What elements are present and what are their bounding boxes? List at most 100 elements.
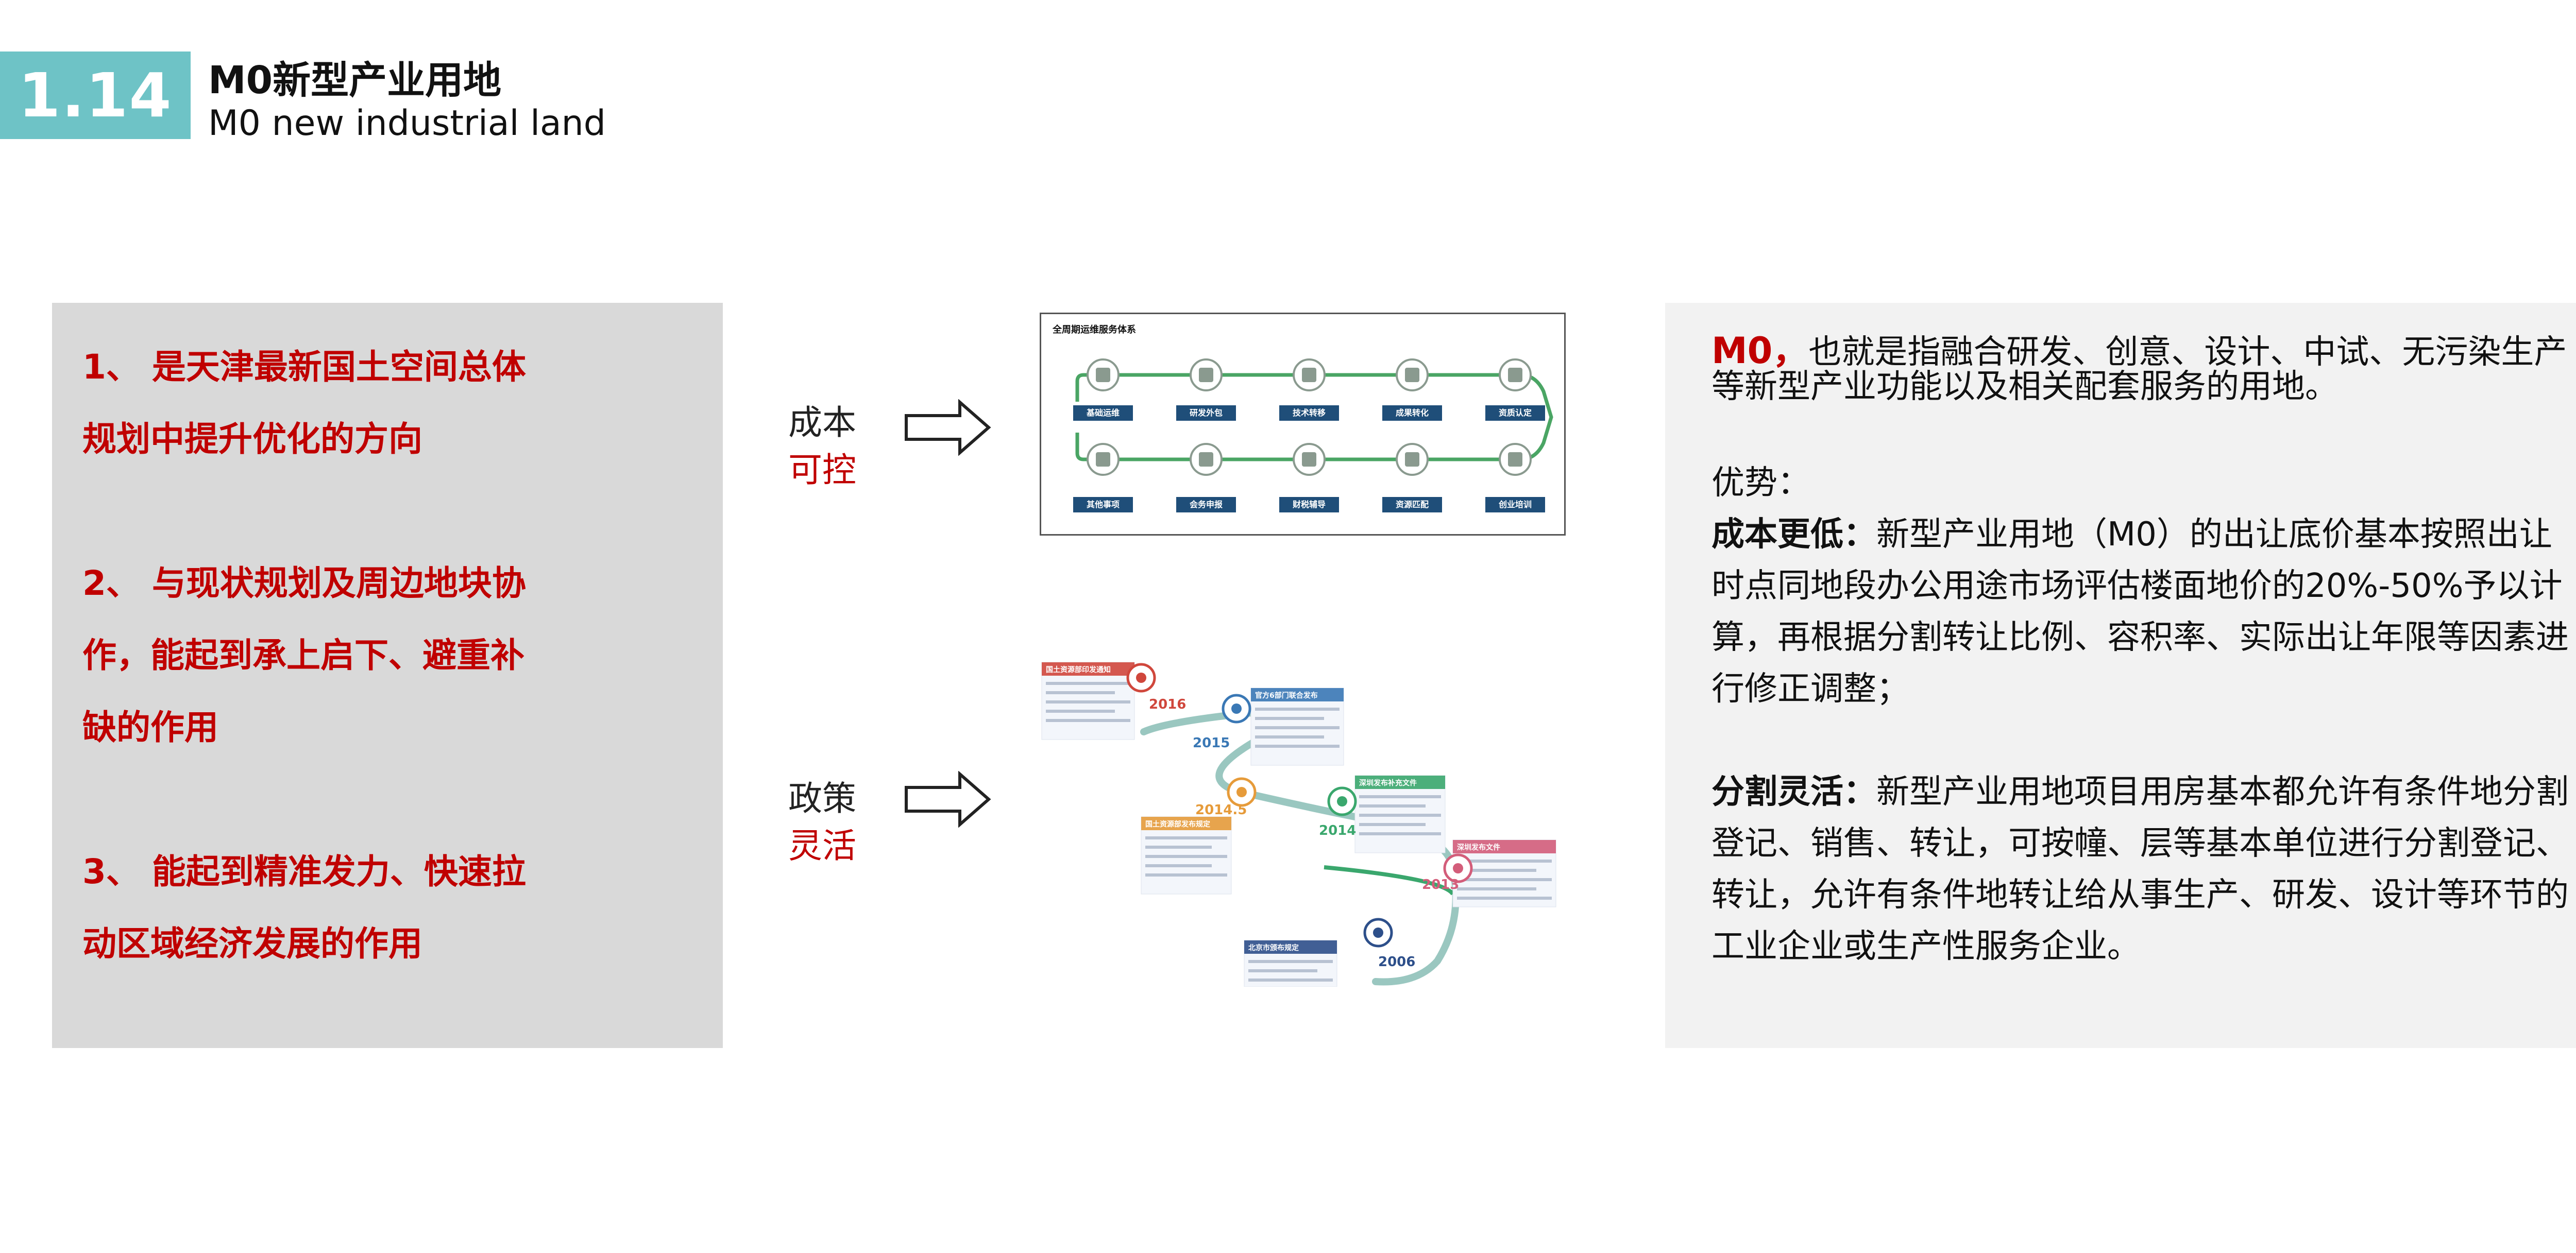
timeline-card-text-line — [1255, 745, 1340, 748]
cost-label-line-2: 可控 — [788, 450, 856, 490]
advantage-cost-title: 成本更低： — [1711, 516, 1876, 554]
top-row-item: 研发外包 — [1176, 358, 1236, 421]
bottom-row-item: 资源匹配 — [1382, 443, 1442, 512]
service-label: 基础运维 — [1086, 408, 1120, 418]
top-row-items: 基础运维 研发外包 技术转移 成果转化 资质认定 — [1073, 358, 1545, 421]
description-panel: M0，也就是指融合研发、创意、设计、中试、无污染生产等新型产业功能以及相关配套服… — [1665, 303, 2576, 1048]
service-label: 资质认定 — [1499, 408, 1532, 418]
policy-label-line-1: 政策 — [788, 779, 856, 818]
cost-label: 成本 可控 — [788, 399, 856, 494]
timeline-card-text-line — [1145, 846, 1212, 849]
bottom-row-item: 创业培训 — [1485, 443, 1545, 512]
timeline-card-text-line — [1046, 719, 1130, 722]
timeline-card-text-line — [1359, 832, 1441, 835]
section-number-badge: 1.14 — [0, 52, 191, 139]
timeline-path-accent — [1324, 865, 1455, 896]
timeline-card-header — [1453, 840, 1556, 853]
timeline-card-header — [1355, 776, 1445, 789]
timeline-year: 2013 — [1422, 877, 1459, 892]
service-system-diagram: 全周期运维服务体系 基础运维 研发外包 技术转移 成果转化 资质认定 其他事项 会务申报 财… — [1040, 313, 1566, 536]
advantage-flex-text: 新型产业用地项目用房基本都允许有条件地分割登记、销售、转让，可按幢、层等基本单位… — [1711, 773, 2569, 966]
service-label: 技术转移 — [1293, 408, 1326, 418]
service-icon-glyph — [1302, 452, 1316, 467]
loop-track — [1075, 373, 1553, 461]
page-title: M0新型产业用地 — [208, 58, 502, 102]
timeline-node-dot — [1136, 673, 1146, 683]
timeline-card-text-line — [1255, 717, 1324, 720]
service-label: 研发外包 — [1190, 408, 1223, 418]
cost-label-line-1: 成本 — [788, 403, 856, 442]
timeline-node-dot — [1373, 928, 1383, 938]
point-1-line-2: 规划中提升优化的方向 — [82, 419, 422, 459]
timeline-node-dot — [1236, 787, 1247, 797]
service-icon-glyph — [1096, 452, 1110, 467]
timeline-card-text-line — [1457, 887, 1536, 890]
timeline-card-text-line — [1255, 726, 1340, 729]
timeline-card-text-line — [1145, 864, 1212, 867]
timeline-card-text-line — [1145, 836, 1227, 839]
point-1-line-1: 1、 是天津最新国土空间总体 — [82, 347, 526, 387]
service-icon-glyph — [1508, 368, 1522, 382]
advantage-flex-title: 分割灵活： — [1711, 773, 1876, 811]
service-label-box — [1176, 497, 1236, 512]
service-icon-glyph — [1405, 368, 1419, 382]
point-1: 1、 是天津最新国土空间总体 规划中提升优化的方向 — [82, 331, 701, 475]
timeline-card-text-line — [1359, 814, 1441, 817]
timeline-card-text-line — [1145, 873, 1227, 877]
timeline-card-title: 官方6部门联合发布 — [1255, 691, 1318, 700]
service-label: 财税辅导 — [1292, 500, 1326, 509]
advantages-heading: 优势： — [1711, 464, 1810, 502]
timeline-card-text-line — [1359, 823, 1426, 826]
service-label-box — [1485, 497, 1545, 512]
timeline-card-text-line — [1457, 878, 1552, 881]
service-label-box — [1176, 405, 1236, 421]
timeline-node-dot — [1337, 796, 1347, 806]
timeline-year: 2015 — [1193, 735, 1230, 751]
timeline-node-dot — [1453, 863, 1463, 873]
timeline-card-text-line — [1248, 960, 1333, 963]
timeline-card-text-line — [1457, 869, 1536, 872]
timeline-card-text-line — [1046, 710, 1115, 713]
timeline-card-text-line — [1255, 708, 1340, 711]
top-row-item: 成果转化 — [1382, 358, 1442, 421]
top-row-item: 资质认定 — [1485, 358, 1545, 421]
timeline-year: 2006 — [1378, 954, 1415, 970]
timeline-item: 深圳发布补充文件 2014 — [1319, 775, 1446, 853]
policy-label-line-2: 灵活 — [788, 826, 856, 866]
timeline-item: 国土资源部发布规定 2014.5 — [1141, 777, 1257, 895]
bottom-row-item: 其他事项 — [1073, 443, 1133, 512]
bottom-row-item: 财税辅导 — [1279, 443, 1339, 512]
intro-keyword: M0， — [1711, 330, 1809, 372]
timeline-item: 深圳发布文件 2013 — [1422, 839, 1556, 907]
diagram1-title: 全周期运维服务体系 — [1052, 324, 1136, 335]
service-label: 成果转化 — [1396, 408, 1429, 418]
timeline-card-title: 国土资源部发布规定 — [1145, 820, 1210, 829]
timeline-card-header — [1251, 688, 1344, 701]
point-3-line-1: 3、 能起到精准发力、快速拉 — [82, 852, 526, 891]
point-2-line-2: 作，能起到承上启下、避重补 — [82, 636, 524, 675]
timeline-card-title: 国土资源部印发通知 — [1046, 665, 1111, 674]
timeline-card-text-line — [1046, 700, 1130, 703]
timeline-card-title: 深圳发布文件 — [1457, 843, 1500, 852]
timeline-year: 2014.5 — [1195, 802, 1247, 818]
timeline-card-header — [1141, 817, 1231, 830]
top-row-item: 基础运维 — [1073, 358, 1133, 421]
service-label: 会务申报 — [1190, 500, 1223, 509]
intro-text: 也就是指融合研发、创意、设计、中试、无污染生产等新型产业功能以及相关配套服务的用… — [1711, 333, 2567, 406]
advantage-cost-text: 新型产业用地（M0）的出让底价基本按照出让时点同地段办公用途市场评估楼面地价的2… — [1711, 516, 2569, 708]
timeline-card-text-line — [1248, 979, 1333, 982]
point-3-line-2: 动区域经济发展的作用 — [82, 924, 422, 964]
page-subtitle: M0 new industrial land — [208, 103, 606, 144]
point-2-line-1: 2、 与现状规划及周边地块协 — [82, 563, 526, 603]
service-icon-glyph — [1096, 368, 1110, 382]
timeline-card-title: 深圳发布补充文件 — [1359, 779, 1417, 787]
service-label-box — [1279, 405, 1339, 421]
timeline-card-text-line — [1359, 795, 1441, 798]
right-arrow-icon — [905, 399, 991, 456]
timeline-card-text-line — [1145, 855, 1227, 858]
service-label: 其他事项 — [1087, 500, 1120, 509]
timeline-year: 2014 — [1319, 823, 1356, 838]
timeline-card-header — [1244, 940, 1337, 954]
